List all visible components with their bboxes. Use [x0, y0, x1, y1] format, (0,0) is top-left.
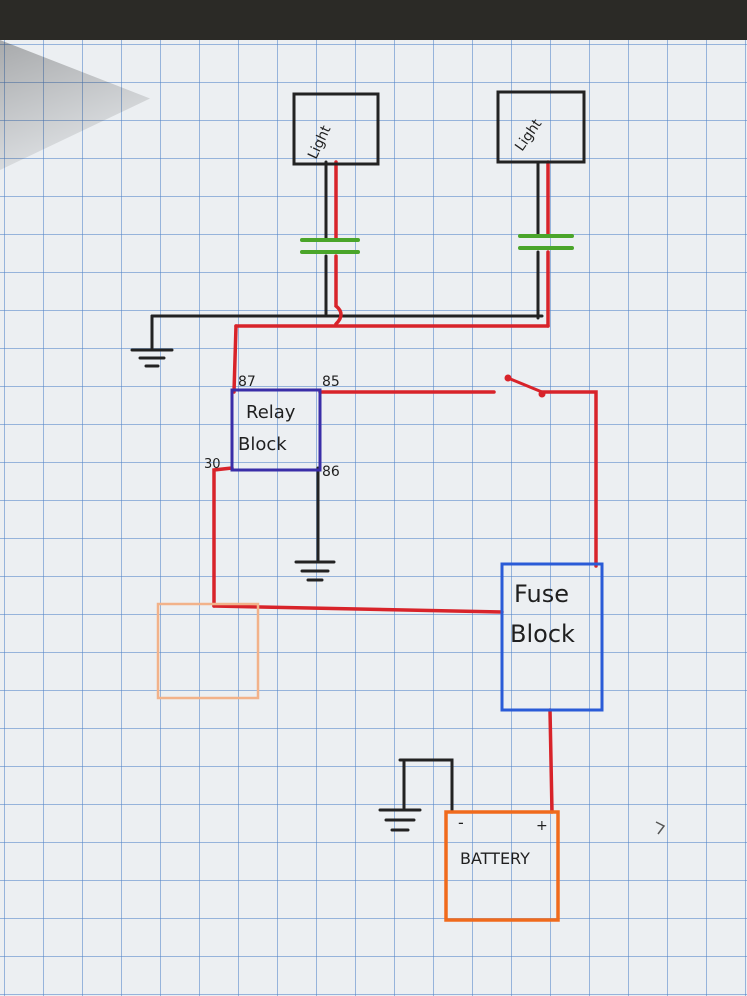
battery-pos-terminal: + — [536, 818, 548, 834]
light-left: Light — [292, 92, 380, 166]
relay-87-wire — [232, 324, 238, 394]
switch-lever — [507, 376, 543, 394]
battery-neg-terminal: - — [458, 813, 464, 832]
fuse-label-line1: Fuse — [514, 580, 569, 608]
fuse-battery-wire — [548, 708, 554, 814]
fuse-block: Fuse Block — [500, 562, 604, 712]
light-left-box — [292, 92, 380, 166]
battery-neg-ground-wire — [398, 758, 454, 814]
pin-85-label: 85 — [322, 374, 340, 390]
fuse-label-line2: Block — [510, 620, 575, 648]
fuse-box — [500, 562, 604, 712]
light-right-label: Light — [512, 116, 545, 154]
pencil-mark — [655, 821, 666, 835]
relay-label-line1: Relay — [246, 402, 296, 423]
light-right: Light — [496, 90, 586, 164]
graph-paper — [0, 40, 747, 996]
switch-output-wire — [540, 390, 598, 568]
ground-wires — [150, 160, 544, 814]
pin-30-label: 30 — [204, 457, 221, 472]
relay-30-wire — [212, 466, 234, 608]
capacitor-left — [300, 238, 360, 254]
battery-label: BATTERY — [460, 849, 530, 868]
ground-symbol-relay — [294, 560, 336, 582]
ground-symbol-top — [130, 348, 174, 368]
fuse-feed-wire — [212, 604, 504, 614]
relay-block: Relay Block 87 85 30 86 — [204, 374, 340, 480]
capacitor-right — [518, 234, 574, 250]
battery: BATTERY - + — [444, 810, 560, 922]
empty-component-box — [156, 602, 260, 700]
power-wires — [212, 160, 598, 814]
pin-87-label: 87 — [238, 374, 256, 390]
pin-86-label: 86 — [322, 464, 340, 480]
light-left-power-wire — [334, 160, 343, 326]
relay-label-line2: Block — [238, 434, 287, 455]
relay-box — [230, 388, 322, 472]
switch — [504, 374, 546, 398]
battery-box — [444, 810, 560, 922]
ground-symbol-battery — [378, 808, 422, 832]
light-left-label: Light — [305, 123, 334, 162]
light-right-box — [496, 90, 586, 164]
